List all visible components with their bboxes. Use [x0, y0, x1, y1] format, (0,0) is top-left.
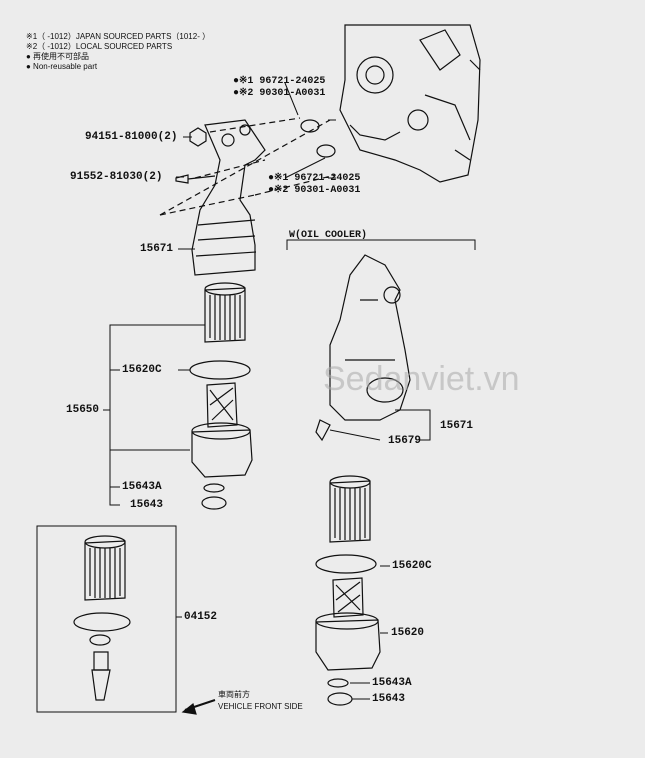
arrow-left-icon [181, 699, 216, 715]
label-15671-left: 15671 [140, 243, 174, 255]
kit-contents [73, 535, 131, 701]
legend-line-2: ※2（ -1012）LOCAL SOURCED PARTS [26, 42, 173, 51]
engine-block [339, 24, 481, 183]
label-15643a-right: 15643A [372, 677, 412, 689]
watermark: Sedanviet.vn [323, 360, 520, 398]
filter-element-right [329, 475, 371, 543]
label-90301-top: ●※2 90301-A0031 [233, 88, 326, 99]
label-90301-bottom: ●※2 90301-A0031 [268, 185, 361, 196]
label-96721-top: ●※1 96721-24025 [233, 76, 326, 87]
label-15671-right: 15671 [440, 420, 474, 432]
filter-bracket-left [191, 119, 266, 276]
label-94151: 94151-81000(2) [85, 131, 178, 143]
filter-cap-left [191, 382, 253, 478]
filter-element-left [204, 282, 246, 343]
label-15643-right: 15643 [372, 693, 406, 705]
label-15620c-left: 15620C [122, 364, 162, 376]
oil-cooler-housing [315, 254, 411, 442]
label-15643a-left: 15643A [122, 481, 162, 493]
label-91552: 91552-81030(2) [70, 171, 163, 183]
legend-line-1: ※1（ -1012）JAPAN SOURCED PARTS（1012- ） [26, 32, 211, 41]
label-15620c-right: 15620C [392, 560, 432, 572]
legend: ※1（ -1012）JAPAN SOURCED PARTS（1012- ） ※2… [26, 32, 210, 72]
front-side-en: VEHICLE FRONT SIDE [218, 702, 303, 711]
label-oil-cooler: W(OIL COOLER) [289, 230, 368, 241]
label-15620: 15620 [391, 627, 425, 639]
alignment-lines [159, 117, 336, 216]
legend-line-4: ● Non-reusable part [26, 62, 98, 71]
front-side-jp: 車両前方 [218, 690, 250, 699]
label-15650: 15650 [66, 404, 100, 416]
bolt-icon [175, 127, 216, 184]
legend-line-3: ● 再使用不可部品 [26, 52, 90, 61]
label-96721-bottom: ●※1 96721-24025 [268, 173, 361, 184]
label-04152: 04152 [184, 611, 218, 623]
label-15679: 15679 [388, 435, 422, 447]
label-15643-left: 15643 [130, 499, 164, 511]
filter-cap-right [315, 577, 381, 671]
